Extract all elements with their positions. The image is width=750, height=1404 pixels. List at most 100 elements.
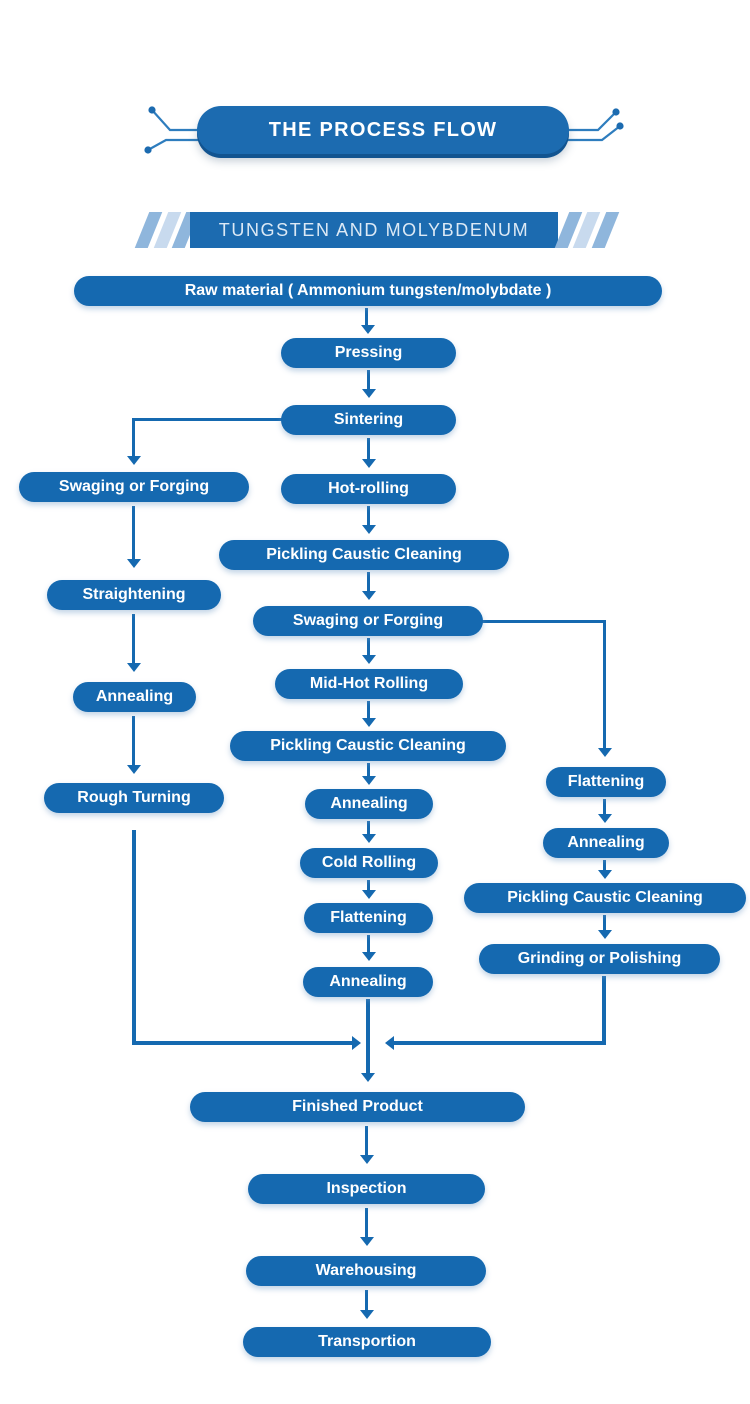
flow-node-annealing-left: Annealing bbox=[73, 682, 196, 712]
connector-line bbox=[365, 1126, 368, 1156]
flow-node-raw-material: Raw material ( Ammonium tungsten/molybda… bbox=[74, 276, 662, 306]
flow-node-pickling-2: Pickling Caustic Cleaning bbox=[230, 731, 506, 761]
arrow-down-icon bbox=[362, 591, 376, 600]
flow-node-label: Grinding or Polishing bbox=[517, 950, 682, 967]
flow-node-label: Swaging or Forging bbox=[292, 612, 444, 629]
connector-line bbox=[132, 418, 283, 421]
flow-node-swaging-forging-mid: Swaging or Forging bbox=[253, 606, 483, 636]
arrow-down-icon bbox=[598, 814, 612, 823]
connector-line bbox=[603, 860, 606, 872]
flow-node-label: Mid-Hot Rolling bbox=[309, 675, 429, 692]
flow-node-mid-hot-rolling: Mid-Hot Rolling bbox=[275, 669, 463, 699]
arrow-left-icon bbox=[385, 1036, 394, 1050]
arrow-down-icon bbox=[361, 1073, 375, 1082]
arrow-down-icon bbox=[362, 718, 376, 727]
page-title-pill: THE PROCESS FLOW bbox=[197, 106, 569, 154]
connector-line bbox=[365, 1290, 368, 1312]
flow-node-label: Cold Rolling bbox=[321, 854, 417, 871]
connector-line bbox=[367, 370, 370, 390]
flow-node-label: Pickling Caustic Cleaning bbox=[270, 737, 466, 754]
connector-line bbox=[603, 799, 606, 815]
flow-node-flattening-mid: Flattening bbox=[304, 903, 433, 933]
flow-node-pickling-1: Pickling Caustic Cleaning bbox=[219, 540, 509, 570]
arrow-right-icon bbox=[352, 1036, 361, 1050]
flow-node-label: Annealing bbox=[330, 795, 408, 812]
flow-node-swaging-forging-left: Swaging or Forging bbox=[19, 472, 249, 502]
flow-node-warehousing: Warehousing bbox=[246, 1256, 486, 1286]
arrow-down-icon bbox=[362, 776, 376, 785]
flow-node-label: Raw material ( Ammonium tungsten/molybda… bbox=[184, 282, 552, 299]
flow-node-label: Pickling Caustic Cleaning bbox=[507, 889, 703, 906]
flow-node-annealing-mid-1: Annealing bbox=[305, 789, 433, 819]
connector-line bbox=[132, 830, 136, 1045]
arrow-down-icon bbox=[127, 663, 141, 672]
connector-line bbox=[367, 701, 370, 719]
flow-node-sintering: Sintering bbox=[281, 405, 456, 435]
flow-node-label: Pressing bbox=[334, 344, 403, 361]
flow-node-label: Flattening bbox=[330, 909, 407, 926]
arrow-down-icon bbox=[360, 1237, 374, 1246]
connector-line bbox=[367, 821, 370, 835]
connector-line bbox=[132, 418, 135, 458]
connector-line bbox=[365, 1208, 368, 1238]
flow-node-cold-rolling: Cold Rolling bbox=[300, 848, 438, 878]
flow-node-label: Finished Product bbox=[292, 1098, 423, 1115]
arrow-down-icon bbox=[598, 930, 612, 939]
subtitle-text: TUNGSTEN AND MOLYBDENUM bbox=[218, 219, 530, 240]
right-circuit-decoration-icon bbox=[566, 108, 624, 142]
flow-node-finished-product: Finished Product bbox=[190, 1092, 525, 1122]
flow-node-inspection: Inspection bbox=[248, 1174, 485, 1204]
flow-node-label: Swaging or Forging bbox=[58, 478, 210, 495]
flow-node-label: Rough Turning bbox=[77, 789, 191, 806]
arrow-down-icon bbox=[598, 870, 612, 879]
flow-node-grinding-polishing: Grinding or Polishing bbox=[479, 944, 720, 974]
page-title: THE PROCESS FLOW bbox=[268, 118, 498, 141]
flow-node-annealing-right: Annealing bbox=[543, 828, 669, 858]
flow-node-label: Warehousing bbox=[315, 1262, 417, 1279]
connector-line bbox=[132, 1041, 354, 1045]
arrow-down-icon bbox=[362, 834, 376, 843]
arrow-down-icon bbox=[127, 559, 141, 568]
connector-line bbox=[367, 638, 370, 656]
flow-node-label: Sintering bbox=[333, 411, 404, 428]
subtitle-band: TUNGSTEN AND MOLYBDENUM bbox=[190, 212, 558, 248]
subtitle-bar: TUNGSTEN AND MOLYBDENUM bbox=[134, 212, 620, 248]
connector-line bbox=[367, 935, 370, 953]
flow-node-flattening-right: Flattening bbox=[546, 767, 666, 797]
flow-node-label: Annealing bbox=[95, 688, 174, 705]
flow-node-annealing-mid-2: Annealing bbox=[303, 967, 433, 997]
arrow-down-icon bbox=[362, 890, 376, 899]
arrow-down-icon bbox=[127, 765, 141, 774]
flow-node-pickling-3: Pickling Caustic Cleaning bbox=[464, 883, 746, 913]
flow-node-label: Annealing bbox=[567, 834, 645, 851]
connector-line bbox=[367, 880, 370, 892]
connector-line bbox=[394, 1041, 606, 1045]
connector-line bbox=[603, 915, 606, 931]
arrow-down-icon bbox=[362, 459, 376, 468]
flow-node-label: Hot-rolling bbox=[328, 480, 409, 497]
arrow-down-icon bbox=[362, 525, 376, 534]
arrow-down-icon bbox=[360, 1155, 374, 1164]
header-banner: THE PROCESS FLOW TUNGSTEN AND MOLYBDENUM bbox=[0, 0, 750, 248]
arrow-down-icon bbox=[362, 952, 376, 961]
connector-line bbox=[480, 620, 606, 623]
arrow-down-icon bbox=[362, 389, 376, 398]
connector-line bbox=[367, 506, 370, 526]
flow-node-hot-rolling: Hot-rolling bbox=[281, 474, 456, 504]
connector-line bbox=[367, 572, 370, 592]
flow-node-label: Annealing bbox=[329, 973, 407, 990]
flow-node-label: Pickling Caustic Cleaning bbox=[266, 546, 462, 563]
flow-node-rough-turning: Rough Turning bbox=[44, 783, 224, 813]
flow-node-label: Inspection bbox=[326, 1180, 407, 1197]
connector-line bbox=[365, 308, 368, 326]
connector-line bbox=[132, 614, 135, 664]
arrow-down-icon bbox=[360, 1310, 374, 1319]
connector-line bbox=[132, 716, 135, 766]
flow-node-transportion: Transportion bbox=[243, 1327, 491, 1357]
arrow-down-icon bbox=[362, 655, 376, 664]
connector-line bbox=[366, 999, 370, 1075]
connector-line bbox=[603, 620, 606, 750]
flow-node-pressing: Pressing bbox=[281, 338, 456, 368]
flow-node-straightening: Straightening bbox=[47, 580, 221, 610]
